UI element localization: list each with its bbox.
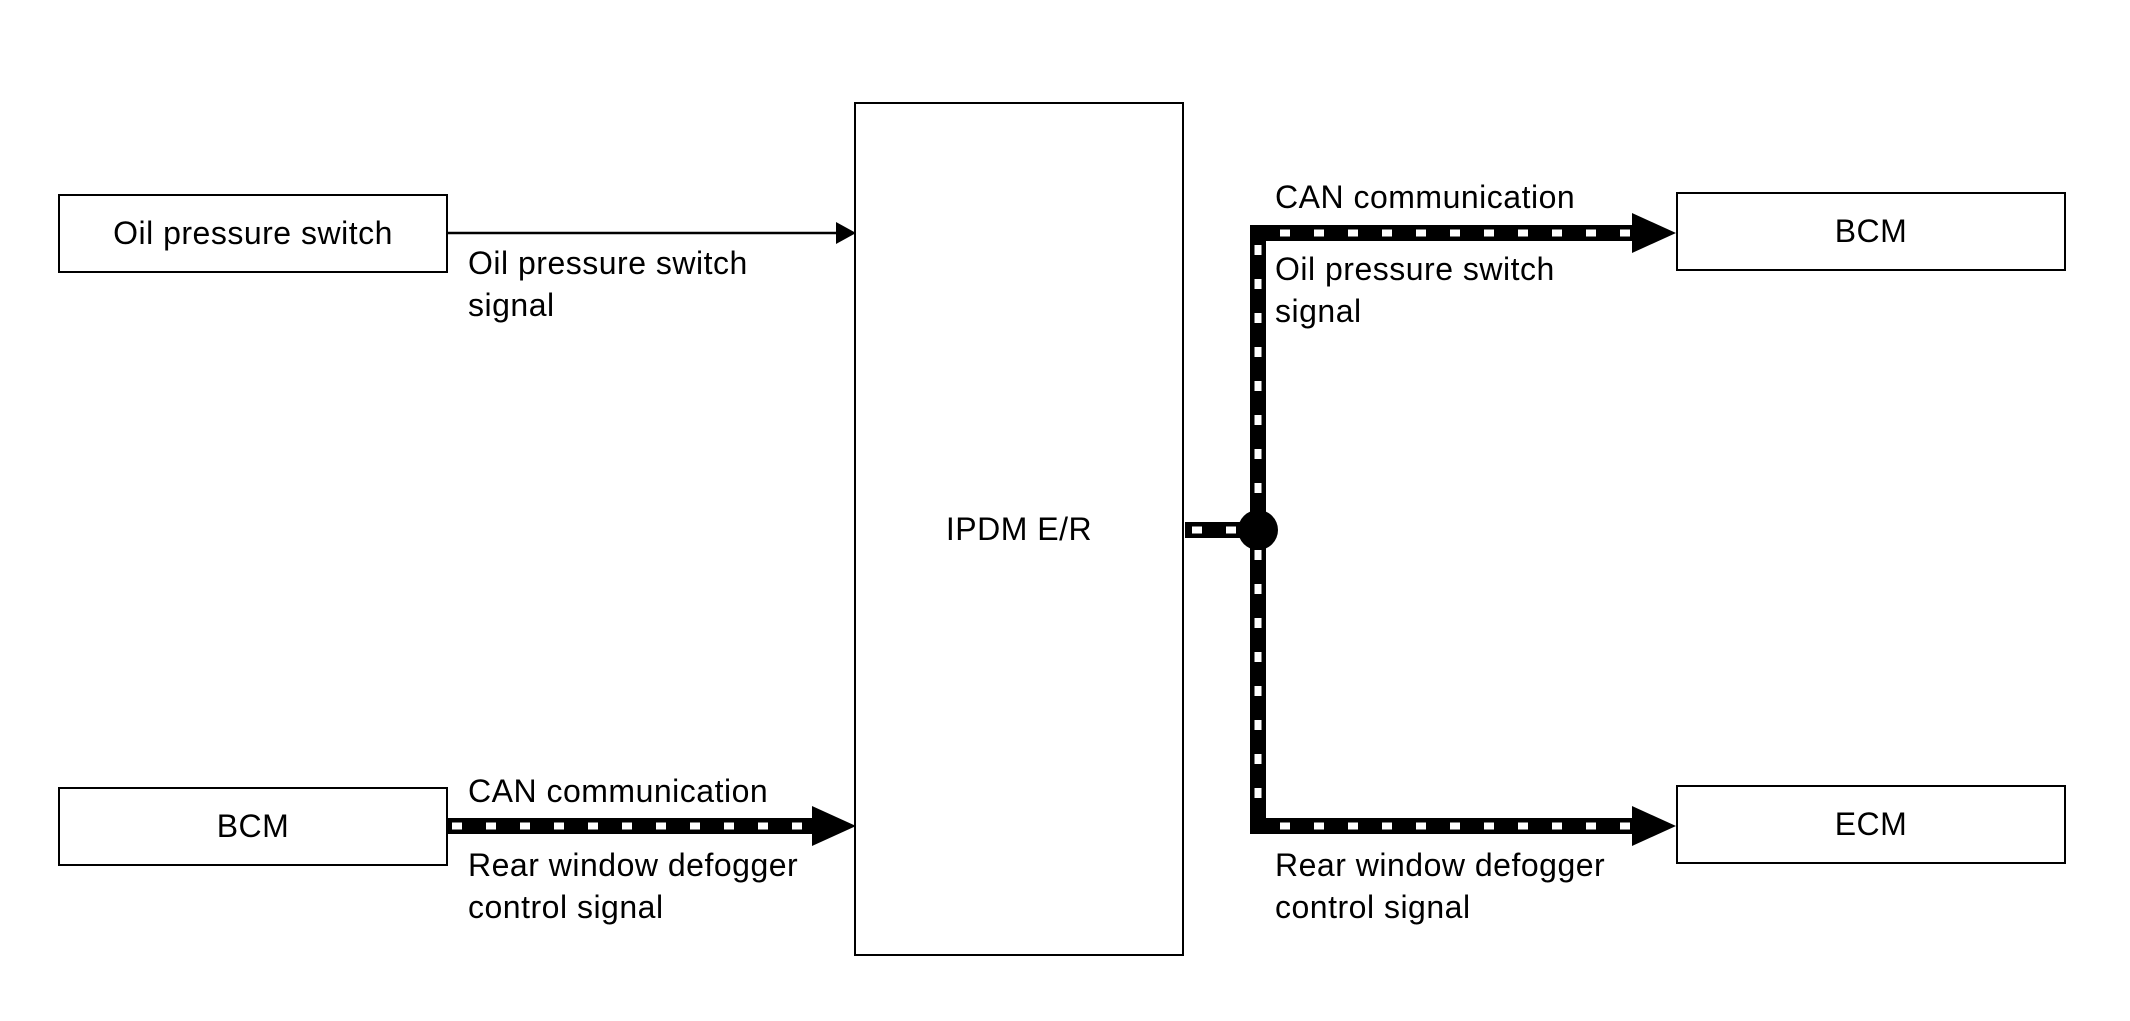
oil-pressure-switch-box: Oil pressure switch (58, 194, 448, 273)
ipdm-to-ecm-can-wire (1250, 806, 1676, 846)
ecm-out-signal-label: Rear window defogger control signal (1275, 844, 1605, 928)
bcm-in-bus-label: CAN communication (468, 773, 769, 809)
bcm-left-label: BCM (216, 808, 290, 844)
oil-signal-label: Oil pressure switch signal (468, 242, 748, 326)
ecm-out-signal-line1: Rear window defogger (1275, 847, 1606, 883)
bcm-in-signal-label: Rear window defogger control signal (468, 844, 798, 928)
ecm-out-signal-line2: control signal (1275, 889, 1471, 925)
ipdm-to-bcm-can-wire (1250, 213, 1676, 253)
bcm-out-signal-label: Oil pressure switch signal (1275, 248, 1555, 332)
bcm-to-ipdm-can-wire (448, 806, 856, 846)
oil-signal-line1: Oil pressure switch (468, 245, 748, 281)
bcm-right-box: BCM (1676, 192, 2066, 271)
ecm-label: ECM (1834, 806, 1908, 842)
ipdm-er-label: IPDM E/R (945, 510, 1093, 547)
bcm-in-signal-line1: Rear window defogger (468, 847, 799, 883)
bcm-in-signal-line2: control signal (468, 889, 664, 925)
oil-signal-wire (448, 222, 856, 244)
bcm-out-bus-label: CAN communication (1275, 179, 1576, 215)
bcm-left-box: BCM (58, 787, 448, 866)
oil-pressure-switch-label: Oil pressure switch (113, 215, 393, 251)
ecm-box: ECM (1676, 785, 2066, 864)
junction-dot (1238, 510, 1278, 550)
ipdm-er-box: IPDM E/R (854, 102, 1184, 956)
bcm-out-signal-line2: signal (1275, 293, 1362, 329)
bcm-right-label: BCM (1834, 213, 1908, 249)
bcm-out-signal-line1: Oil pressure switch (1275, 251, 1555, 287)
oil-signal-line2: signal (468, 287, 555, 323)
